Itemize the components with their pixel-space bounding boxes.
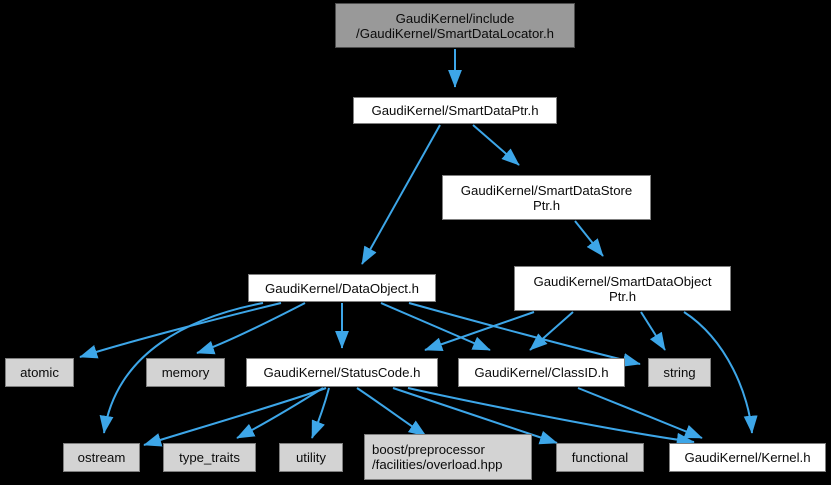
graph-node-smartdatastoreptr[interactable]: GaudiKernel/SmartDataStore Ptr.h bbox=[442, 175, 651, 220]
edge-smartdatastoreptr-to-smartdataobjectptr bbox=[574, 220, 604, 257]
node-label-string: string bbox=[663, 365, 696, 380]
edge-statuscode-to-functional bbox=[392, 387, 558, 445]
graph-node-memory[interactable]: memory bbox=[146, 358, 225, 387]
edge-statuscode-to-type_traits bbox=[236, 387, 324, 439]
graph-node-boost_overload[interactable]: boost/preprocessor /facilities/overload.… bbox=[364, 434, 532, 480]
edge-smartdataptr-to-smartdatastoreptr bbox=[472, 124, 520, 166]
graph-node-kernel[interactable]: GaudiKernel/Kernel.h bbox=[669, 443, 826, 472]
node-label-smartdatastoreptr: GaudiKernel/SmartDataStore Ptr.h bbox=[460, 182, 633, 213]
node-label-functional: functional bbox=[571, 450, 629, 465]
edge-dataobject-to-memory bbox=[196, 302, 306, 355]
node-label-ostream: ostream bbox=[77, 450, 126, 465]
edge-dataobject-to-string bbox=[408, 302, 641, 367]
graph-node-dataobject[interactable]: GaudiKernel/DataObject.h bbox=[248, 274, 436, 302]
edge-statuscode-to-kernel bbox=[407, 387, 695, 447]
graph-node-utility[interactable]: utility bbox=[279, 443, 343, 472]
graph-node-atomic[interactable]: atomic bbox=[5, 358, 74, 387]
edge-smartdataobjectptr-to-string bbox=[640, 311, 666, 351]
graph-node-classid[interactable]: GaudiKernel/ClassID.h bbox=[458, 358, 625, 387]
graph-node-functional[interactable]: functional bbox=[556, 443, 644, 472]
node-label-type_traits: type_traits bbox=[179, 450, 240, 465]
edge-dataobject-to-ostream bbox=[99, 302, 264, 434]
graph-node-string[interactable]: string bbox=[648, 358, 711, 387]
node-label-dataobject: GaudiKernel/DataObject.h bbox=[265, 280, 419, 296]
edge-statuscode-to-ostream bbox=[143, 387, 327, 447]
node-label-root: GaudiKernel/include /GaudiKernel/SmartDa… bbox=[356, 10, 554, 41]
node-label-boost_overload: boost/preprocessor /facilities/overload.… bbox=[372, 442, 503, 472]
edge-smartdataobjectptr-to-kernel bbox=[683, 311, 758, 434]
graph-node-root[interactable]: GaudiKernel/include /GaudiKernel/SmartDa… bbox=[335, 3, 575, 48]
node-label-smartdataobjectptr: GaudiKernel/SmartDataObject Ptr.h bbox=[533, 273, 712, 304]
edge-classid-to-kernel bbox=[577, 387, 703, 439]
node-label-smartdataptr: GaudiKernel/SmartDataPtr.h bbox=[371, 103, 539, 118]
edge-dataobject-to-atomic bbox=[79, 302, 282, 359]
edge-smartdataobjectptr-to-statuscode bbox=[424, 311, 535, 351]
edge-statuscode-to-boost_overload bbox=[356, 387, 427, 437]
graph-node-statuscode[interactable]: GaudiKernel/StatusCode.h bbox=[246, 358, 438, 387]
edge-statuscode-to-utility bbox=[311, 387, 330, 439]
edge-smartdataobjectptr-to-classid bbox=[529, 311, 574, 351]
graph-node-ostream[interactable]: ostream bbox=[63, 443, 140, 472]
edge-smartdataptr-to-dataobject bbox=[361, 124, 441, 265]
node-label-kernel: GaudiKernel/Kernel.h bbox=[684, 450, 811, 465]
edge-dataobject-to-classid bbox=[380, 302, 491, 351]
graph-node-smartdataptr[interactable]: GaudiKernel/SmartDataPtr.h bbox=[353, 97, 557, 124]
node-label-atomic: atomic bbox=[20, 365, 59, 380]
node-label-memory: memory bbox=[161, 365, 210, 380]
graph-node-type_traits[interactable]: type_traits bbox=[163, 443, 256, 472]
graph-edges bbox=[79, 49, 758, 447]
node-label-classid: GaudiKernel/ClassID.h bbox=[474, 365, 609, 380]
node-label-utility: utility bbox=[295, 450, 327, 465]
node-label-statuscode: GaudiKernel/StatusCode.h bbox=[263, 365, 421, 380]
graph-node-smartdataobjectptr[interactable]: GaudiKernel/SmartDataObject Ptr.h bbox=[514, 266, 731, 311]
